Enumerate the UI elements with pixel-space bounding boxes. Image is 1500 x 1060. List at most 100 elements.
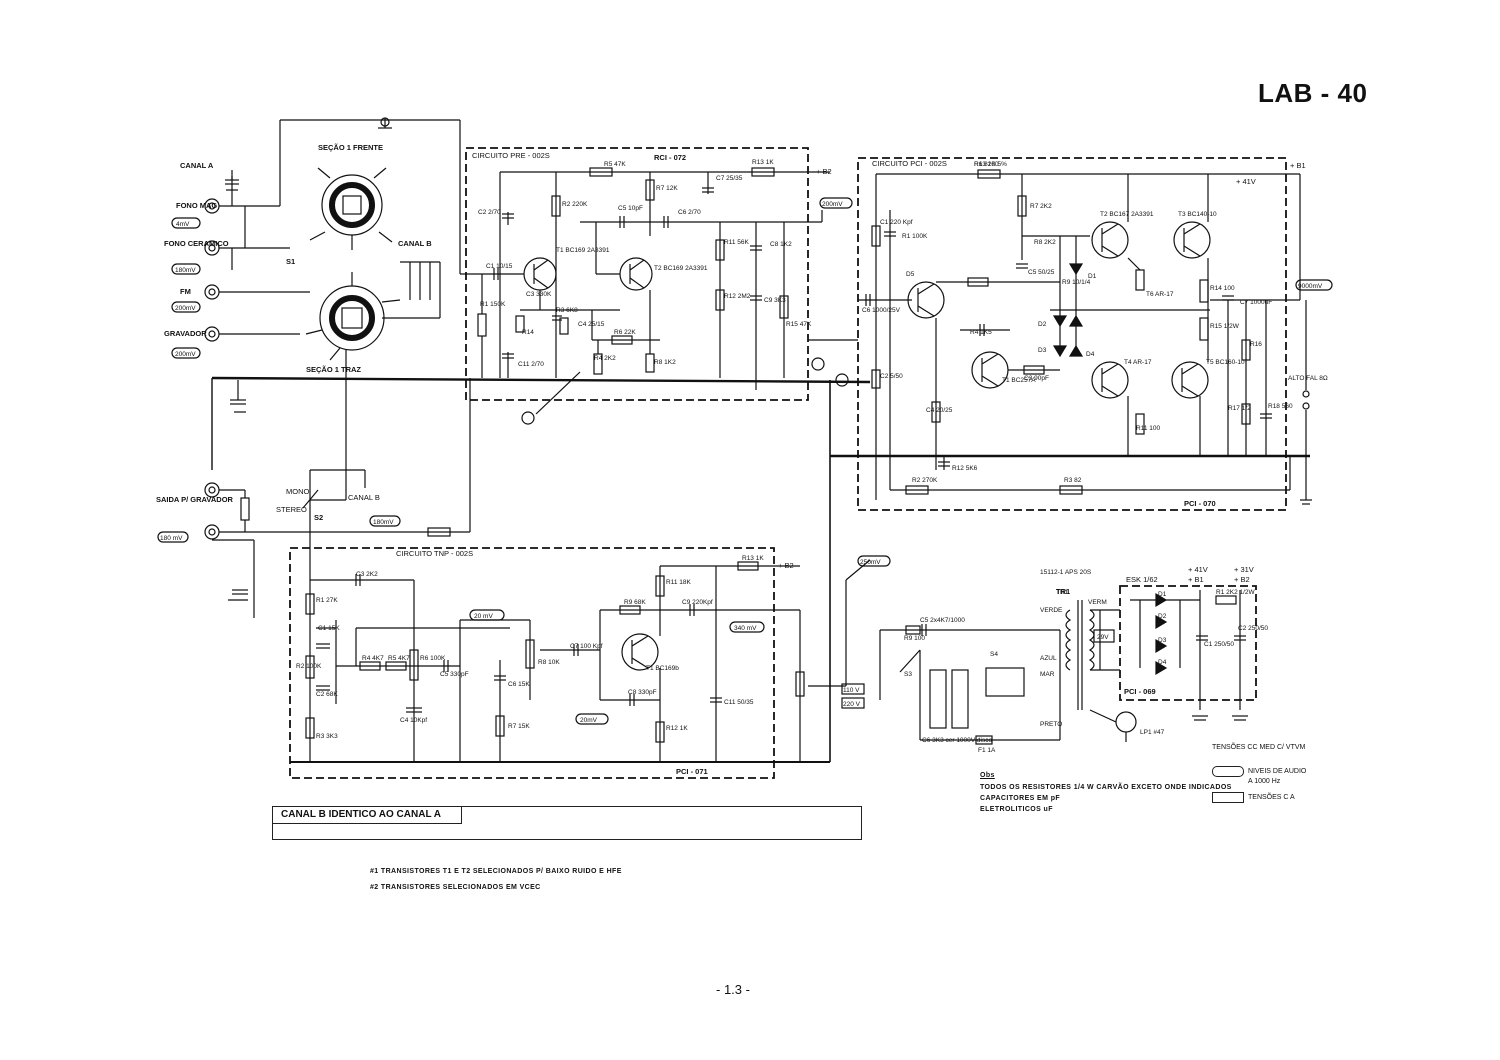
- tnp-t1: [621, 633, 659, 671]
- component-pot-0: R6 82K 5%: [974, 161, 1007, 168]
- component-tnp-8: R6 100K: [420, 655, 446, 662]
- label-gravador: GRAVADOR: [164, 329, 207, 338]
- level-180mv-rec: [157, 531, 189, 543]
- label-s2: S2: [314, 513, 323, 522]
- legend-ac: TENSÕES C A: [1248, 794, 1295, 801]
- obs-line-1: TODOS OS RESISTORES 1/4 W CARVÃO EXCETO …: [980, 784, 1232, 791]
- label-rec-level: 180 mV: [160, 535, 183, 542]
- label-tnp-b2: + B2: [778, 561, 794, 570]
- component-pot-18: R16: [1250, 341, 1262, 348]
- component-pot-3: C5 50/25: [1028, 269, 1055, 276]
- label-pot-b1: + B1: [1290, 161, 1306, 170]
- label-tnp-c6: 20mV: [580, 717, 598, 724]
- label-pre-level: 200mV: [822, 201, 843, 208]
- component-tnp-15: R9 68K: [624, 599, 646, 606]
- component-pre-6: C5 10pF: [618, 205, 643, 212]
- board-power: [857, 157, 1287, 511]
- label-speaker: ALTO FAL 8Ω: [1288, 375, 1328, 382]
- component-pot-27: R3 82: [1064, 477, 1082, 484]
- label-circuito-pot: CIRCUITO PCI - 002S: [872, 159, 947, 168]
- label-stereo: STEREO: [276, 505, 307, 514]
- label-29v: 29V: [1097, 634, 1109, 641]
- label-fono-mag-level: 4mV: [176, 221, 190, 228]
- component-pot-13: T4 AR-17: [1124, 359, 1152, 366]
- component-psu-5: F1 1A: [978, 747, 996, 754]
- component-tnp-2: R2 100K: [296, 663, 322, 670]
- board-psu: [1119, 585, 1257, 701]
- component-pot-24: R1 100K: [902, 233, 928, 240]
- footnote-1: #1 TRANSISTORES T1 E T2 SELECIONADOS P/ …: [370, 868, 622, 875]
- footnote-2: #2 TRANSISTORES SELECIONADOS EM VCEC: [370, 884, 541, 891]
- page-number: - 1.3 -: [716, 982, 750, 997]
- level-9000mv: [1295, 279, 1333, 291]
- legend-heading: TENSÕES CC MED C/ VTVM: [1212, 744, 1306, 751]
- level-200mv-fm: [171, 301, 201, 313]
- component-tnp-16: T1 BC169b: [646, 665, 679, 672]
- obs-heading: Obs: [980, 772, 995, 779]
- component-pre-12: C8 1K2: [770, 241, 792, 248]
- component-tnp-18: R11 18K: [666, 579, 691, 586]
- component-tnp-22: C11 50/35: [724, 699, 754, 706]
- component-psu-2: S3: [904, 671, 912, 678]
- component-pot-33: R13 100: [974, 161, 999, 168]
- canal-b-note: CANAL B IDENTICO AO CANAL A: [273, 807, 462, 824]
- level-340mv: [729, 621, 765, 633]
- label-gravador-level: 200mV: [175, 351, 196, 358]
- component-tnp-13: R8 10K: [538, 659, 560, 666]
- component-pot-16: R14 100: [1210, 285, 1235, 292]
- component-tnp-20: C8 330pF: [628, 689, 657, 696]
- component-pre-21: R6 22K: [614, 329, 636, 336]
- level-20mv-in: [469, 609, 505, 621]
- component-pre-19: R3 6K8: [556, 307, 578, 314]
- component-pot-14: T5 BC160-10: [1206, 359, 1245, 366]
- pwr-t5: [1091, 361, 1129, 399]
- label-azul: AZUL: [1040, 655, 1057, 662]
- component-pot-31: C3 90pF: [1024, 375, 1049, 382]
- label-canal-b-s2: CANAL B: [348, 493, 380, 502]
- component-tnp-6: R4 4K7: [362, 655, 384, 662]
- label-fm: FM: [180, 287, 191, 296]
- component-psu-9: D2: [1158, 613, 1167, 620]
- component-pre-20: C4 25/15: [578, 321, 605, 328]
- component-pot-32: R11 100: [1136, 425, 1160, 432]
- label-tnp-250: 250mV: [860, 559, 881, 566]
- label-tnp-out: 340 mV: [734, 625, 757, 632]
- component-psu-11: D4: [1158, 659, 1167, 666]
- label-fm-level: 200mV: [175, 305, 196, 312]
- level-250mv: [857, 555, 891, 567]
- component-pre-15: R15 47K: [786, 321, 812, 328]
- component-pot-26: R2 270K: [912, 477, 938, 484]
- label-esk: ESK 1/62: [1126, 575, 1158, 584]
- level-200mv-rec: [171, 347, 201, 359]
- component-tnp-21: R12 1K: [666, 725, 688, 732]
- component-tnp-5: C3 2K2: [356, 571, 378, 578]
- level-20mv-c6: [575, 713, 609, 725]
- legend-audio-sub: A 1000 Hz: [1248, 778, 1281, 785]
- component-pre-13: R12 2M2: [724, 293, 751, 300]
- label-s1: S1: [286, 257, 295, 266]
- label-saida-gravador: SAIDA P/ GRAVADOR: [156, 495, 234, 504]
- component-psu-1: C5 2x4K7/1000: [920, 617, 965, 624]
- component-pot-21: C7 1000uF: [1240, 299, 1272, 306]
- component-pre-24: C11 2/70: [518, 361, 544, 368]
- label-pci-069: PCI - 069: [1124, 687, 1156, 696]
- component-pre-10: T2 BC169 2A3391: [654, 265, 708, 272]
- component-pot-19: R17 1/2: [1228, 405, 1251, 412]
- component-psu-6: TR1: [1056, 589, 1069, 596]
- component-psu-3: S4: [990, 651, 998, 658]
- label-verde: VERDE: [1040, 607, 1063, 614]
- pwr-t1: [907, 281, 945, 319]
- level-200mv-pre: [819, 197, 853, 209]
- label-220v: 220 V: [843, 701, 861, 708]
- component-pot-7: D3: [1038, 347, 1047, 354]
- obs-line-2: CAPACITORES EM pF: [980, 795, 1061, 802]
- label-circuito-pre: CIRCUITO PRE - 002S: [472, 151, 550, 160]
- component-tnp-11: C6 15K: [508, 681, 530, 688]
- label-psu-b1: + B1: [1188, 575, 1204, 584]
- component-pre-8: C1 10/15: [486, 263, 513, 270]
- selector-front: [279, 119, 484, 275]
- component-pre-3: R7 12K: [656, 185, 678, 192]
- component-pre-18: R14: [522, 329, 534, 336]
- component-pre-22: R4 2K2: [594, 355, 616, 362]
